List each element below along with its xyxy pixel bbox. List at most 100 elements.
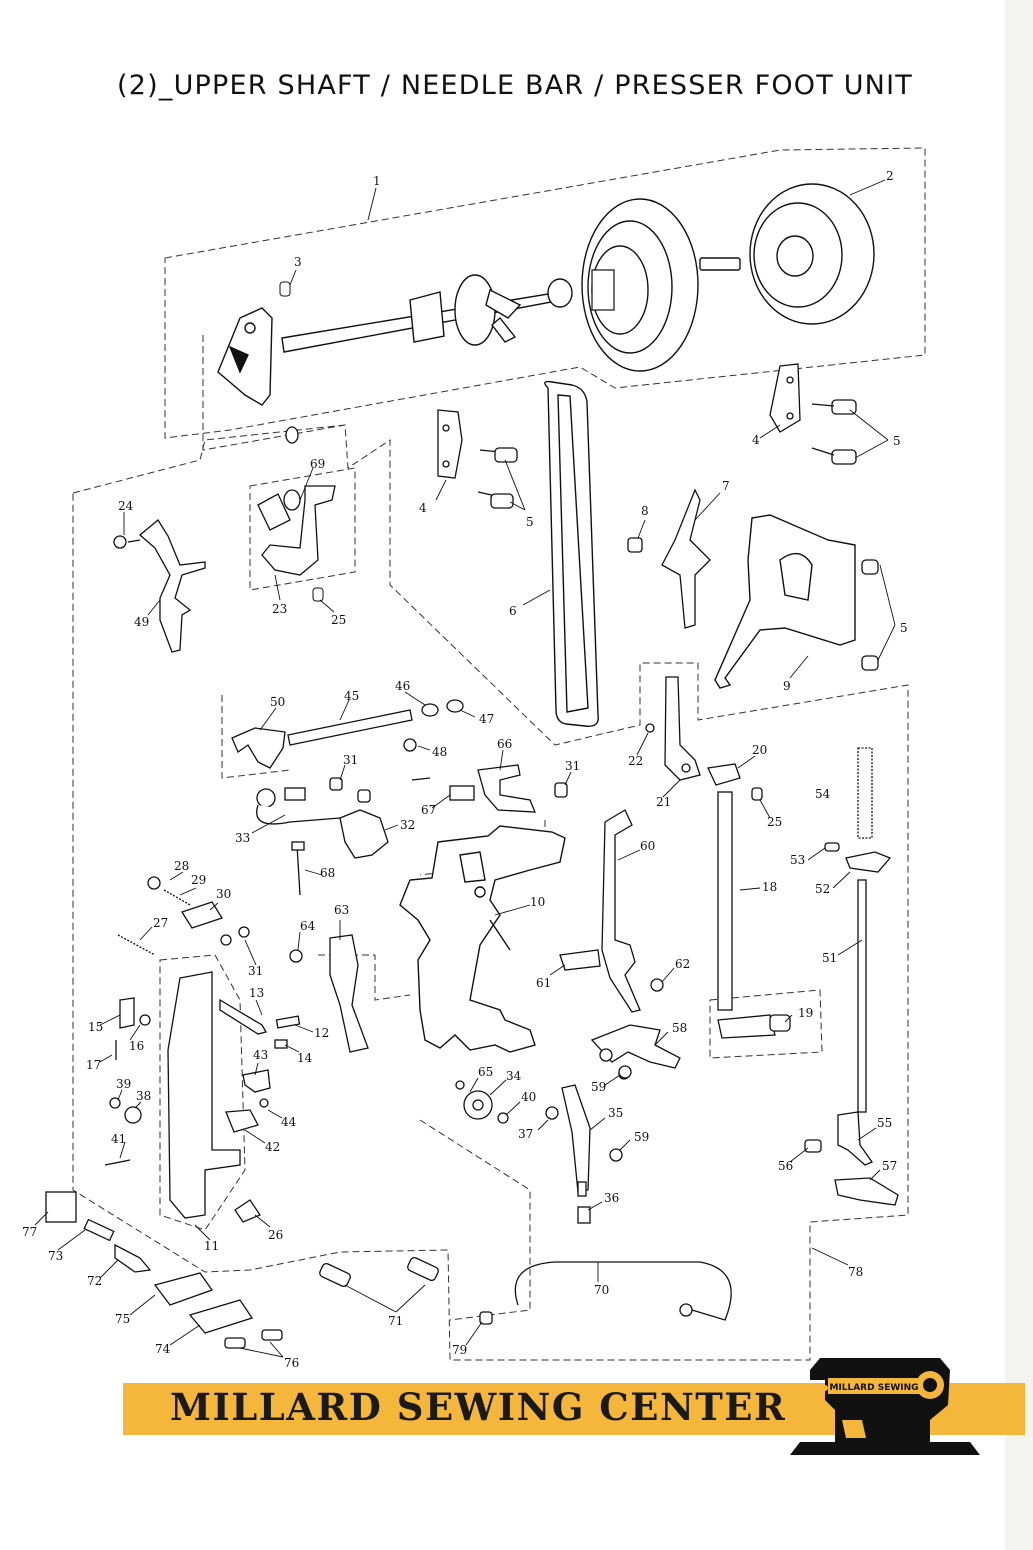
label-51: 51 — [822, 951, 837, 965]
label-70: 70 — [594, 1283, 609, 1297]
take-up-crank-assembly — [257, 426, 336, 602]
label-46: 46 — [395, 679, 410, 693]
label-57: 57 — [882, 1159, 897, 1173]
label-3: 3 — [294, 255, 302, 269]
timing-pulley — [409, 291, 445, 343]
presser-foot-bar-assembly — [804, 747, 899, 1206]
label-78: 78 — [848, 1265, 863, 1279]
label-40: 40 — [521, 1090, 536, 1104]
upper-shaft-assembly — [217, 183, 875, 406]
label-60: 60 — [640, 839, 655, 853]
lead-wire — [514, 1261, 732, 1321]
label-31b: 31 — [343, 753, 358, 767]
label-7: 7 — [722, 479, 730, 493]
label-6: 6 — [509, 604, 517, 618]
label-21: 21 — [656, 795, 671, 809]
label-34: 34 — [506, 1069, 522, 1083]
label-72: 72 — [87, 1274, 102, 1288]
label-4b: 4 — [419, 501, 427, 515]
logo-badge-text: MILLARD SEWING — [829, 1383, 918, 1393]
label-11: 11 — [204, 1239, 219, 1253]
logo-badge-plate — [828, 1378, 920, 1394]
label-74: 74 — [155, 1342, 171, 1356]
presser-bar-boundary — [709, 989, 823, 1059]
label-67: 67 — [421, 803, 436, 817]
lever-assembly — [559, 809, 664, 1013]
bottom-parts — [45, 1191, 732, 1349]
page-margin-strip — [1005, 0, 1033, 1550]
label-77: 77 — [22, 1225, 37, 1239]
set-screw-3 — [279, 281, 291, 297]
screw-25-crank — [312, 587, 324, 602]
label-8: 8 — [641, 504, 649, 518]
crank-boundary — [249, 467, 356, 591]
label-1: 1 — [373, 174, 381, 188]
label-58: 58 — [672, 1021, 687, 1035]
small-parts-left — [117, 876, 369, 1053]
sewing-machine-logo: MILLARD SEWING — [790, 1358, 980, 1455]
label-28: 28 — [174, 859, 189, 873]
leader-lines — [34, 179, 896, 1358]
needle-bar-holder — [104, 971, 301, 1223]
label-56: 56 — [778, 1159, 793, 1173]
label-10: 10 — [530, 895, 545, 909]
label-35: 35 — [608, 1106, 623, 1120]
label-25a: 25 — [331, 613, 346, 627]
take-up-lever-assembly — [113, 519, 206, 653]
label-31c: 31 — [248, 964, 263, 978]
motor-sensor-assembly — [256, 764, 568, 896]
label-53: 53 — [790, 853, 805, 867]
label-36: 36 — [604, 1191, 619, 1205]
label-42: 42 — [265, 1140, 280, 1154]
label-27: 27 — [153, 916, 168, 930]
label-44: 44 — [281, 1115, 297, 1129]
label-17: 17 — [86, 1058, 101, 1072]
label-41: 41 — [111, 1132, 126, 1146]
label-25b: 25 — [767, 815, 782, 829]
label-54: 54 — [815, 787, 831, 801]
bracket-plates — [437, 363, 879, 671]
label-24: 24 — [118, 499, 134, 513]
label-26: 26 — [268, 1228, 283, 1242]
label-5a: 5 — [893, 434, 901, 448]
assembly-boundaries — [72, 147, 926, 1361]
label-15: 15 — [88, 1020, 103, 1034]
label-5b: 5 — [526, 515, 534, 529]
label-61: 61 — [536, 976, 551, 990]
part-labels: 1 2 3 4 5 4 5 69 24 23 25 49 6 7 8 4 5 9… — [22, 169, 908, 1370]
label-32: 32 — [400, 818, 415, 832]
label-75: 75 — [115, 1312, 130, 1326]
label-45: 45 — [344, 689, 359, 703]
label-22: 22 — [628, 754, 643, 768]
gear-assembly — [455, 1065, 632, 1224]
label-4a: 4 — [752, 433, 760, 447]
label-76: 76 — [284, 1356, 299, 1370]
label-29: 29 — [191, 873, 206, 887]
label-14: 14 — [297, 1051, 313, 1065]
label-2: 2 — [886, 169, 894, 183]
label-50: 50 — [270, 695, 285, 709]
label-18: 18 — [762, 880, 777, 894]
label-43: 43 — [253, 1048, 268, 1062]
upper-shaft-boundary — [164, 147, 926, 439]
label-16: 16 — [129, 1039, 144, 1053]
label-52: 52 — [815, 882, 830, 896]
label-31a: 31 — [565, 759, 580, 773]
label-20: 20 — [752, 743, 767, 757]
label-5d: 5 — [900, 621, 908, 635]
label-68: 68 — [320, 866, 335, 880]
label-71: 71 — [388, 1314, 403, 1328]
label-48: 48 — [432, 745, 447, 759]
label-79: 79 — [452, 1343, 467, 1357]
label-30: 30 — [216, 887, 231, 901]
label-59a: 59 — [591, 1080, 606, 1094]
main-frame — [399, 825, 566, 1053]
label-59b: 59 — [634, 1130, 649, 1144]
needle-bar-frame-boundary — [72, 424, 909, 1361]
label-63: 63 — [334, 903, 349, 917]
label-49: 49 — [134, 615, 149, 629]
label-39: 39 — [116, 1077, 131, 1091]
label-33: 33 — [235, 831, 250, 845]
label-23: 23 — [272, 602, 287, 616]
label-73: 73 — [48, 1249, 63, 1263]
